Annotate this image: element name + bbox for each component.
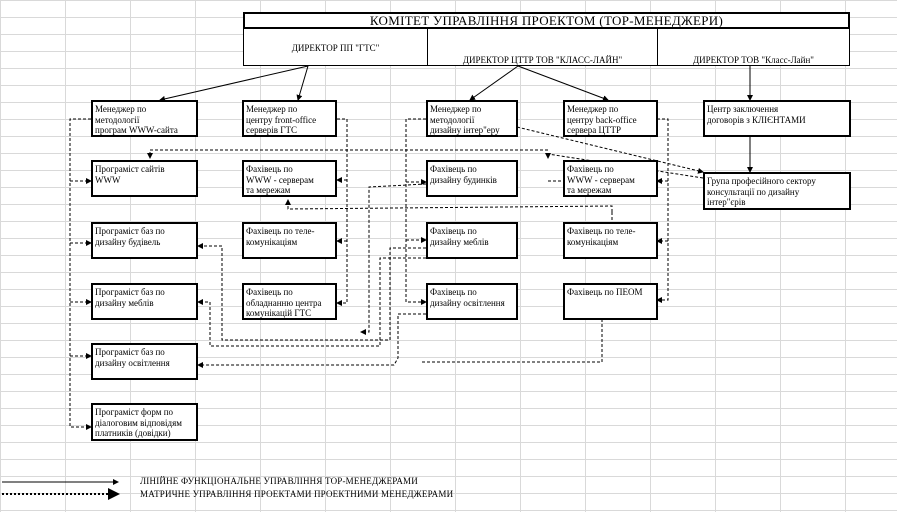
specialist-telecom-gts: Фахівець по теле- комунікаціям	[242, 222, 337, 259]
manager-back-office: Менеджер по центру back-office сервера Ц…	[563, 100, 658, 137]
legend-dotted-label: МАТРИЧНЕ УПРАВЛІННЯ ПРОЕКТАМИ ПРОЕКТНИМИ…	[140, 489, 454, 499]
specialist-www-servers-cttr: Фахівець по WWW - серверам та мережам	[563, 160, 658, 197]
specialist-www-servers-gts: Фахівець по WWW - серверам та мережам	[242, 160, 337, 197]
director-gts: ДИРЕКТОР ПП "ГТС"	[243, 28, 428, 66]
director-cttr: ДИРЕКТОР ЦТТР ТОВ "КЛАСС-ЛАЙН"	[427, 28, 658, 66]
specialist-furniture-design: Фахівець по дизайну меблів	[426, 222, 518, 259]
specialist-telecom-cttr: Фахівець по теле- комунікаціям	[563, 222, 658, 259]
programmer-furniture-db: Програміст баз по дизайну меблів	[91, 283, 198, 320]
programmer-dialog-forms: Програміст форм по діалоговим відповідям…	[91, 403, 198, 441]
manager-www-methodology: Менеджер по методології програм WWW-сайт…	[91, 100, 198, 137]
specialist-building-design: Фахівець по дизайну будинків	[426, 160, 518, 197]
programmer-www-sites: Програміст сайтів WWW	[91, 160, 198, 197]
director-class-line: ДИРЕКТОР ТОВ "Класс-Лайн"	[657, 28, 850, 66]
specialist-pc: Фахівець по ПЕОМ	[563, 283, 658, 320]
client-contracts-center: Центр заключення договорів з КЛІЄНТАМИ	[703, 100, 851, 137]
manager-front-office: Менеджер по центру front-office серверів…	[242, 100, 337, 137]
specialist-equipment-gts: Фахівець по обладнанню центра комунікаці…	[242, 283, 337, 320]
specialist-lighting-design: Фахівець по дизайну освітлення	[426, 283, 518, 320]
programmer-building-db: Програміст баз по дизайну будівель	[91, 222, 198, 259]
manager-interior-methodology: Менеджер по методології дизайну інтер"ер…	[426, 100, 518, 137]
interior-consultation-group: Група професійного сектору консультації …	[703, 172, 851, 210]
programmer-lighting-db: Програміст баз по дизайну освітлення	[91, 343, 198, 380]
legend-solid-label: ЛІНІЙНЕ ФУНКЦІОНАЛЬНЕ УПРАВЛІННЯ ТОР-МЕН…	[140, 476, 418, 486]
